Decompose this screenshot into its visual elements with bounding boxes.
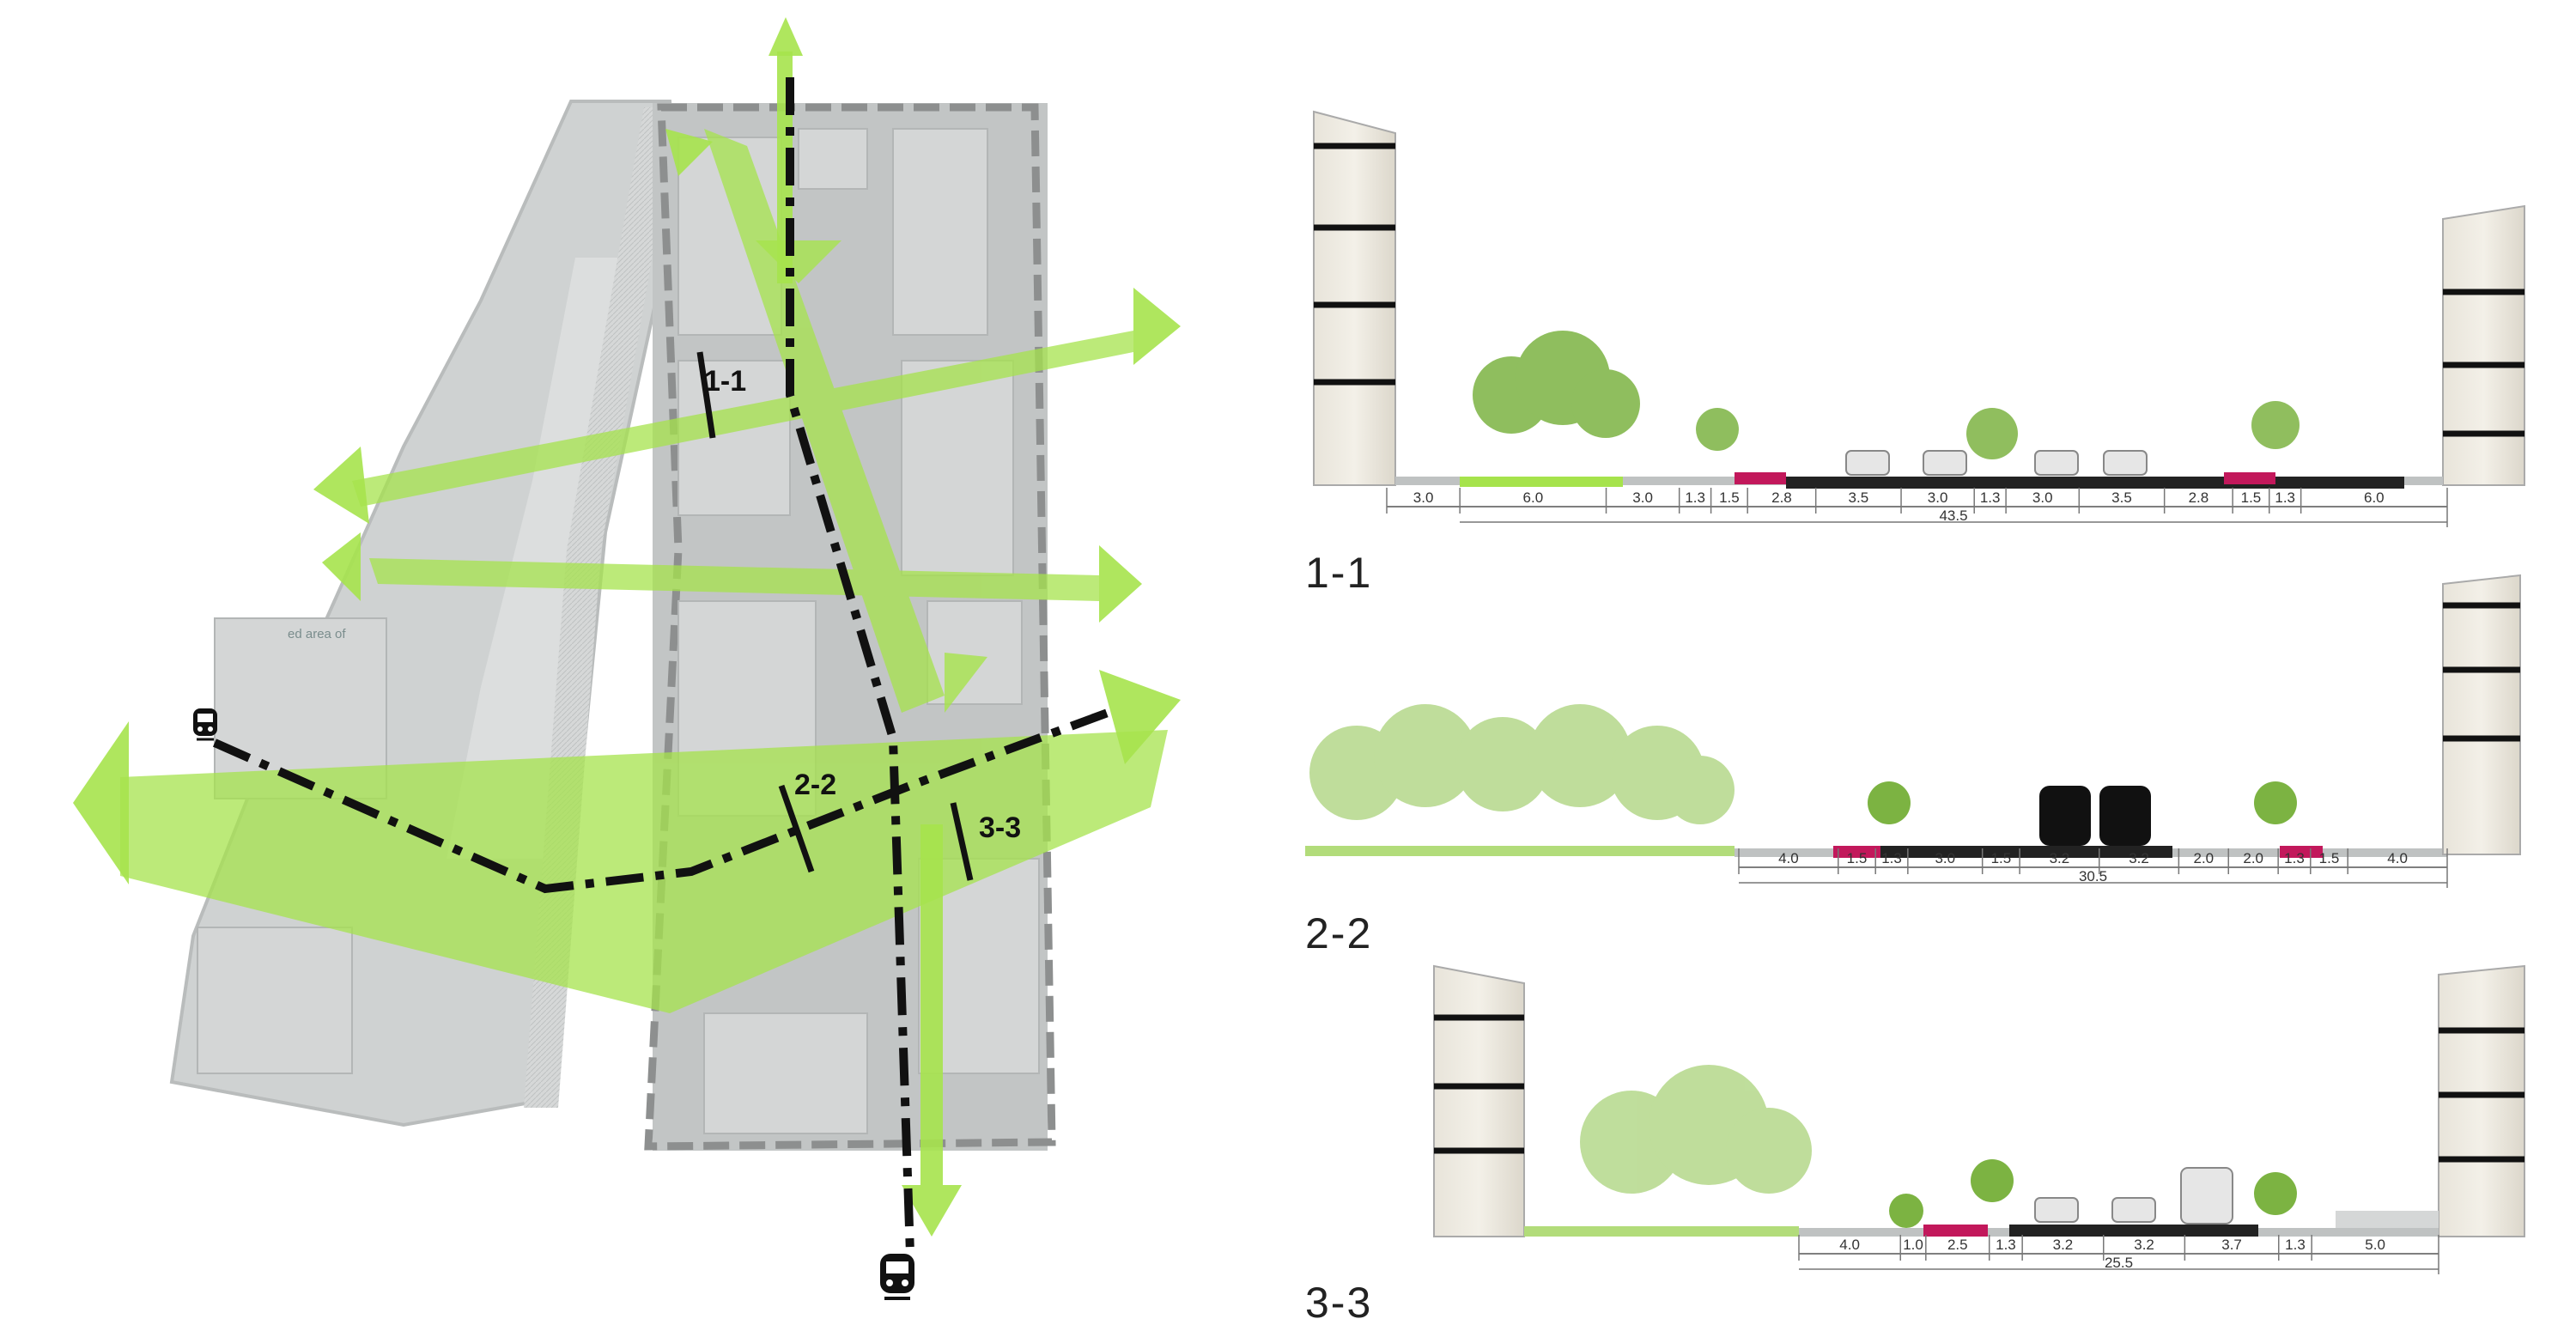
dimension-label: 2.0	[2193, 850, 2214, 866]
green-corridor-diagonal	[704, 129, 945, 713]
dimension-label: 1.5	[1719, 489, 1740, 506]
section-3-3-drawing	[1433, 964, 2525, 1237]
section-title-3-3: 3-3	[1305, 1279, 1373, 1327]
dimension-label: 4.0	[2387, 850, 2408, 866]
site-plan	[73, 17, 1181, 1255]
dimension-label: 3.2	[2050, 850, 2070, 866]
dimension-label: 3.0	[1632, 489, 1653, 506]
dimension-label: 1.3	[1685, 489, 1705, 506]
dimension-label: 1.3	[2284, 850, 2305, 866]
dimension-lines: 3.0 6.0 3.0 1.3 1.5 2.8 3.5 3.0 1.3 3.0 3.5 2.8 1.5 1…	[1386, 488, 2448, 1274]
dimension-label: 1.3	[2285, 1237, 2306, 1253]
dimension-total-label: 25.5	[2105, 1255, 2133, 1271]
rail-line	[212, 708, 1109, 894]
map-label-2-2: 2-2	[794, 769, 837, 801]
dimension-label: 4.0	[1839, 1237, 1860, 1253]
dimension-label: 1.0	[1903, 1237, 1923, 1253]
dimension-label: 4.0	[1778, 850, 1799, 866]
green-corridor-southwest	[120, 730, 1168, 1013]
dimension-label: 3.0	[2032, 489, 2053, 506]
dimension-label: 1.3	[1980, 489, 2001, 506]
dimension-label: 1.3	[1881, 850, 1902, 866]
site-boundary	[644, 103, 1056, 1151]
dimension-label: 3.5	[2111, 489, 2132, 506]
dimension-label: 2.5	[1947, 1237, 1968, 1253]
dimension-label: 2.0	[2243, 850, 2263, 866]
dimension-label: 3.0	[1935, 850, 1955, 866]
dimension-label: 6.0	[1523, 489, 1544, 506]
map-label-1-1: 1-1	[704, 365, 747, 398]
cut-marker-3-3	[950, 802, 974, 881]
dimension-label: 1.3	[1996, 1237, 2016, 1253]
dimension-label: 3.5	[1849, 489, 1869, 506]
cut-marker-2-2	[778, 784, 815, 873]
dimension-label: 3.2	[2134, 1237, 2154, 1253]
dimension-label: 3.2	[2129, 850, 2149, 866]
dimension-label: 3.2	[2053, 1237, 2074, 1253]
dimension-label: 3.7	[2221, 1237, 2242, 1253]
green-arrows	[73, 17, 1181, 1237]
dimension-label: 3.0	[1928, 489, 1948, 506]
map-label-3-3: 3-3	[979, 811, 1022, 844]
dimension-label: 1.5	[2319, 850, 2340, 866]
dimension-total-label: 30.5	[2079, 868, 2107, 884]
dimension-total-label: 43.5	[1939, 507, 1967, 524]
cut-marker-1-1	[696, 351, 716, 439]
dimension-label: 1.3	[2275, 489, 2295, 506]
section-title-2-2: 2-2	[1305, 909, 1373, 957]
green-corridor-east-west-1	[352, 331, 1133, 507]
dimension-label: 2.8	[2189, 489, 2209, 506]
section-2-2-drawing	[1305, 574, 2521, 858]
dimension-label: 2.8	[1771, 489, 1792, 506]
train-icon	[193, 708, 217, 741]
dimension-label: 5.0	[2365, 1237, 2385, 1253]
section-title-1-1: 1-1	[1305, 549, 1373, 597]
dimension-label: 6.0	[2364, 489, 2385, 506]
green-corridor-east-west-2	[369, 558, 1099, 601]
train-icon	[880, 1254, 914, 1300]
map-note: ed area of	[288, 627, 346, 641]
dimension-label: 3.0	[1413, 489, 1434, 506]
dimension-label: 1.5	[1991, 850, 2012, 866]
section-1-1-drawing	[1313, 110, 2525, 489]
dimension-label: 1.5	[2241, 489, 2262, 506]
dimension-label: 1.5	[1847, 850, 1868, 866]
